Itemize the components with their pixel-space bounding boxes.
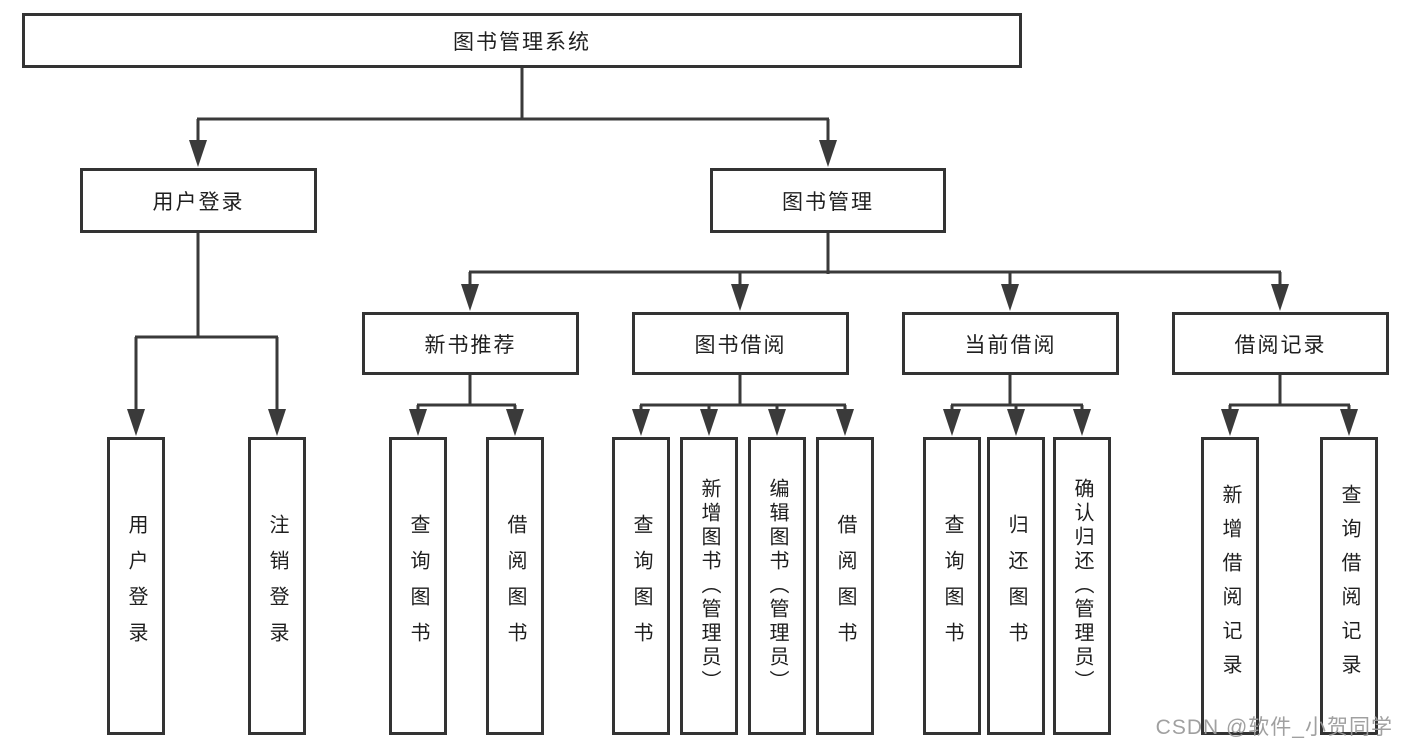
leaf-borrow-books-recommend: 借阅图书	[486, 437, 544, 735]
leaf-confirm-return-admin-label: 确认归还（管理员）	[1071, 478, 1093, 694]
leaf-edit-books-admin: 编辑图书（管理员）	[748, 437, 806, 735]
leaf-query-books-borrowing-label: 查询图书	[630, 514, 652, 658]
node-root: 图书管理系统	[22, 13, 1022, 68]
leaf-add-borrow-record: 新增借阅记录	[1201, 437, 1259, 735]
leaf-add-books-admin: 新增图书（管理员）	[680, 437, 738, 735]
node-user-login-label: 用户登录	[152, 190, 245, 214]
node-new-book-recommend: 新书推荐	[362, 312, 579, 375]
leaf-query-borrow-record-label: 查询借阅记录	[1338, 484, 1360, 688]
leaf-add-books-admin-label: 新增图书（管理员）	[698, 478, 720, 694]
node-book-borrowing: 图书借阅	[632, 312, 849, 375]
leaf-borrow-books-borrowing: 借阅图书	[816, 437, 874, 735]
leaf-query-books-borrowing: 查询图书	[612, 437, 670, 735]
watermark: CSDN @软件_小贺同学	[1155, 716, 1393, 739]
node-book-management-label: 图书管理	[782, 190, 874, 214]
leaf-query-books-current-label: 查询图书	[941, 514, 963, 658]
node-current-borrowing: 当前借阅	[902, 312, 1119, 375]
node-current-borrowing-label: 当前借阅	[964, 333, 1057, 357]
node-borrowing-records: 借阅记录	[1172, 312, 1389, 375]
leaf-borrow-books-recommend-label: 借阅图书	[504, 514, 526, 658]
leaf-user-login-label: 用户登录	[125, 514, 147, 658]
leaf-logout-label: 注销登录	[266, 514, 288, 658]
leaf-return-books: 归还图书	[987, 437, 1045, 735]
leaf-user-login: 用户登录	[107, 437, 165, 735]
node-root-label: 图书管理系统	[453, 30, 591, 54]
connector-lines	[134, 68, 1351, 411]
leaf-logout: 注销登录	[248, 437, 306, 735]
node-borrowing-records-label: 借阅记录	[1234, 333, 1327, 357]
node-book-management: 图书管理	[710, 168, 946, 233]
leaf-edit-books-admin-label: 编辑图书（管理员）	[766, 478, 788, 694]
node-user-login: 用户登录	[80, 168, 317, 233]
leaf-query-books-current: 查询图书	[923, 437, 981, 735]
arrowheads	[127, 140, 1358, 436]
node-book-borrowing-label: 图书借阅	[694, 333, 787, 357]
node-new-book-recommend-label: 新书推荐	[424, 333, 517, 357]
leaf-query-borrow-record: 查询借阅记录	[1320, 437, 1378, 735]
leaf-confirm-return-admin: 确认归还（管理员）	[1053, 437, 1111, 735]
leaf-query-books-recommend-label: 查询图书	[407, 514, 429, 658]
leaf-query-books-recommend: 查询图书	[389, 437, 447, 735]
leaf-return-books-label: 归还图书	[1005, 514, 1027, 658]
leaf-borrow-books-borrowing-label: 借阅图书	[834, 514, 856, 658]
leaf-add-borrow-record-label: 新增借阅记录	[1219, 484, 1241, 688]
